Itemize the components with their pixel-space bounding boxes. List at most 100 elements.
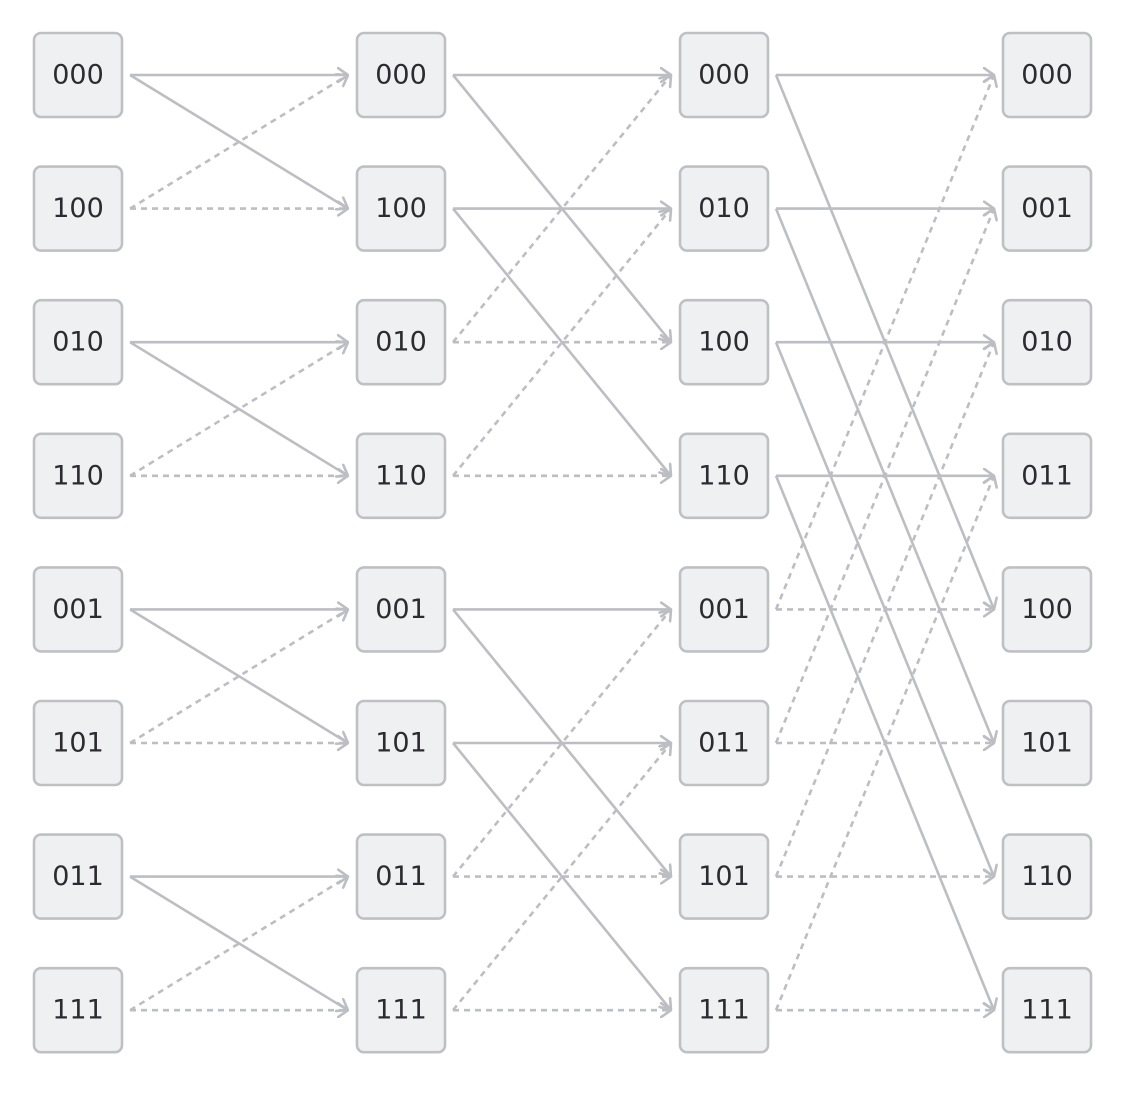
node-col0-row2: 010 [32, 298, 124, 386]
node-box [678, 165, 770, 252]
edge-dashed-s2-6-to-2 [774, 342, 994, 878]
node-col2-row4: 001 [678, 566, 770, 653]
node-col1-row2: 010 [355, 298, 447, 386]
edge-solid-s1-1-to-3 [451, 207, 671, 476]
node-label: 111 [52, 995, 104, 1026]
node-box [355, 432, 447, 520]
node-col1-row3: 110 [355, 432, 447, 520]
node-col1-row0: 000 [355, 31, 447, 119]
node-box [678, 31, 770, 119]
edge-dashed-s1-7-to-5 [451, 743, 671, 1012]
edge-solid-s0-6-to-7 [129, 875, 348, 1011]
node-label: 001 [1021, 193, 1073, 224]
node-label: 110 [52, 460, 104, 491]
node-label: 100 [698, 327, 750, 358]
node-label: 110 [1021, 861, 1073, 892]
node-label: 101 [698, 861, 750, 892]
node-label: 101 [375, 728, 427, 759]
node-col3-row1: 001 [1001, 165, 1093, 252]
node-box [355, 165, 447, 252]
node-label: 110 [375, 460, 427, 491]
node-label: 110 [698, 460, 750, 491]
node-label: 011 [698, 728, 750, 759]
node-label: 011 [52, 861, 104, 892]
node-box [355, 566, 447, 653]
node-label: 101 [52, 728, 104, 759]
node-box [1001, 566, 1093, 653]
node-box [678, 298, 770, 386]
edge-solid-s0-2-to-3 [129, 341, 348, 476]
node-box [1001, 966, 1093, 1054]
edge-dashed-s0-1-to-0 [129, 75, 348, 210]
node-col3-row0: 000 [1001, 31, 1093, 119]
node-col3-row6: 110 [1001, 833, 1093, 920]
node-box [355, 966, 447, 1054]
node-label: 010 [375, 327, 427, 358]
edge-dashed-s2-4-to-0 [774, 75, 994, 610]
edge-solid-s1-5-to-7 [451, 742, 671, 1010]
node-label: 100 [375, 193, 427, 224]
node-label: 100 [52, 193, 104, 224]
node-box [355, 298, 447, 386]
node-col3-row3: 011 [1001, 432, 1093, 520]
edge-dashed-s1-3-to-1 [451, 209, 671, 477]
node-col2-row5: 011 [678, 699, 770, 787]
node-label: 000 [375, 60, 427, 91]
node-box [1001, 432, 1093, 520]
node-label: 011 [375, 861, 427, 892]
node-col3-row4: 100 [1001, 566, 1093, 653]
node-box [678, 566, 770, 653]
edge-dashed-s0-7-to-6 [129, 877, 348, 1012]
node-box [355, 31, 447, 119]
node-label: 111 [375, 995, 427, 1026]
node-label: 100 [1021, 594, 1073, 625]
node-box [32, 165, 124, 252]
node-col2-row3: 110 [678, 432, 770, 520]
edges-layer [129, 75, 994, 1012]
node-col0-row7: 111 [32, 966, 124, 1054]
node-label: 000 [698, 60, 750, 91]
node-box [678, 432, 770, 520]
node-col2-row2: 100 [678, 298, 770, 386]
edge-dashed-s1-2-to-0 [451, 75, 671, 344]
node-col3-row2: 010 [1001, 298, 1093, 386]
node-box [1001, 31, 1093, 119]
node-box [32, 298, 124, 386]
node-box [1001, 833, 1093, 920]
node-box [678, 966, 770, 1054]
node-col2-row7: 111 [678, 966, 770, 1054]
node-box [32, 432, 124, 520]
node-box [678, 833, 770, 920]
node-box [32, 833, 124, 920]
node-col1-row1: 100 [355, 165, 447, 252]
node-label: 101 [1021, 728, 1073, 759]
node-col1-row5: 101 [355, 699, 447, 787]
node-label: 000 [1021, 60, 1073, 91]
edge-solid-s0-4-to-5 [129, 608, 348, 743]
node-col3-row7: 111 [1001, 966, 1093, 1054]
node-box [32, 699, 124, 787]
node-label: 010 [698, 193, 750, 224]
node-col0-row3: 110 [32, 432, 124, 520]
node-box [32, 31, 124, 119]
node-col3-row5: 101 [1001, 699, 1093, 787]
node-col2-row0: 000 [678, 31, 770, 119]
node-label: 011 [1021, 460, 1073, 491]
node-box [355, 833, 447, 920]
node-col2-row6: 101 [678, 833, 770, 920]
node-box [1001, 165, 1093, 252]
node-box [355, 699, 447, 787]
edge-dashed-s2-5-to-1 [774, 209, 994, 744]
node-box [1001, 298, 1093, 386]
node-box [32, 966, 124, 1054]
node-label: 001 [698, 594, 750, 625]
edge-dashed-s0-5-to-4 [129, 609, 348, 745]
node-col0-row1: 100 [32, 165, 124, 252]
node-col0-row0: 000 [32, 31, 124, 119]
node-col2-row1: 010 [678, 165, 770, 252]
node-label: 000 [52, 60, 104, 91]
node-label: 010 [1021, 327, 1073, 358]
node-label: 111 [1021, 995, 1073, 1026]
